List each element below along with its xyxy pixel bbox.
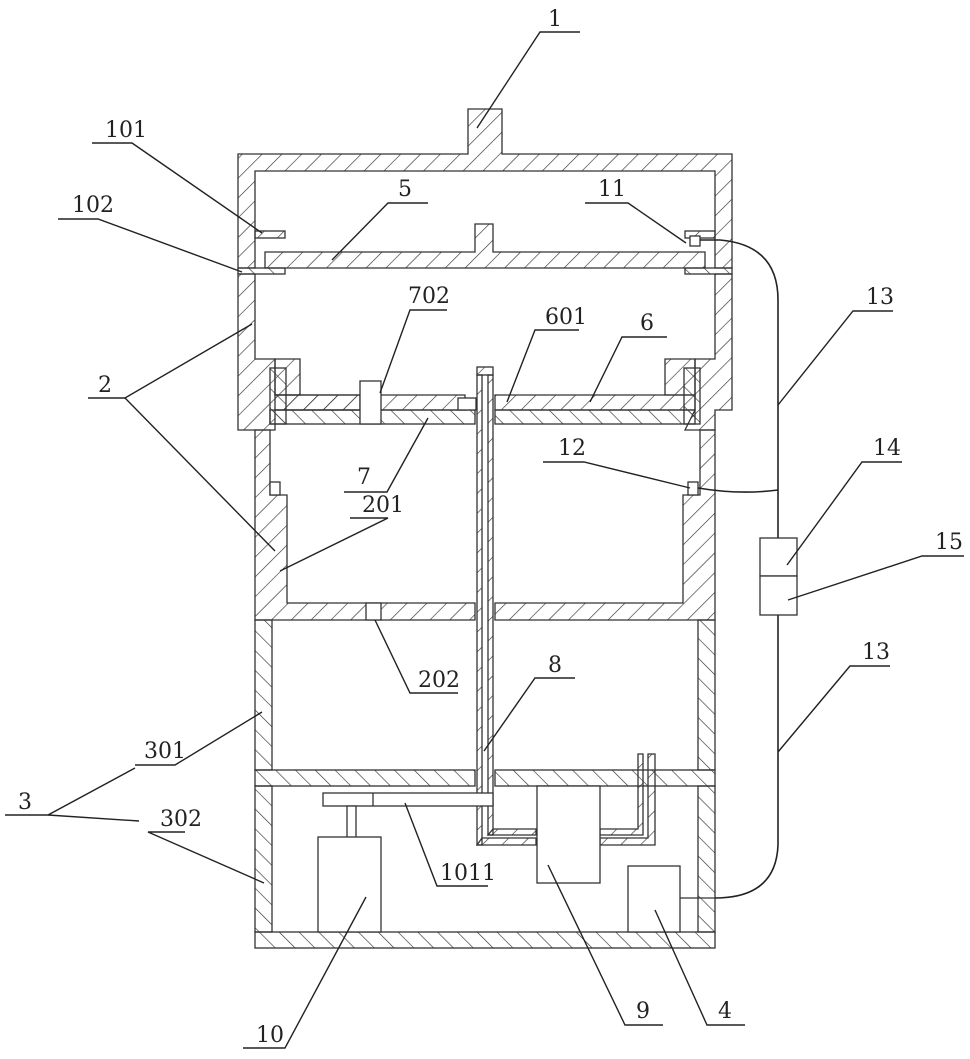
upper-shell xyxy=(238,274,732,430)
hole-202 xyxy=(366,603,381,620)
transmission-1011 xyxy=(323,793,493,806)
port-601 xyxy=(458,398,476,410)
return-pipe xyxy=(600,754,655,845)
label-11: 11 xyxy=(598,177,626,202)
label-2: 2 xyxy=(98,373,112,398)
controller-4 xyxy=(628,866,680,932)
label-13-upper: 13 xyxy=(866,285,894,310)
label-13-lower: 13 xyxy=(862,640,890,665)
label-302: 302 xyxy=(160,807,202,832)
module-14 xyxy=(760,538,797,576)
lower-shell-301 xyxy=(255,620,715,786)
label-12: 12 xyxy=(558,436,586,461)
lug-left xyxy=(270,482,280,495)
motor-shaft xyxy=(347,806,356,838)
label-9: 9 xyxy=(636,999,650,1024)
label-3: 3 xyxy=(18,790,32,815)
filter-plate xyxy=(265,224,705,268)
label-5: 5 xyxy=(398,177,412,202)
label-1011: 1011 xyxy=(440,861,496,886)
label-6: 6 xyxy=(640,311,654,336)
motor-10 xyxy=(318,837,381,932)
cable-13-lower xyxy=(715,615,778,898)
pump-9 xyxy=(537,786,600,883)
port-702 xyxy=(360,381,381,424)
label-10: 10 xyxy=(256,1023,284,1048)
seal-102 xyxy=(238,268,285,274)
label-202: 202 xyxy=(418,668,460,693)
label-301: 301 xyxy=(144,739,186,764)
label-1: 1 xyxy=(548,7,562,32)
sensor-11 xyxy=(690,236,700,246)
label-201: 201 xyxy=(362,493,404,518)
label-7: 7 xyxy=(357,465,371,490)
label-601: 601 xyxy=(545,305,587,330)
label-8: 8 xyxy=(548,653,562,678)
label-101: 101 xyxy=(105,118,147,143)
module-15 xyxy=(760,576,797,615)
label-102: 102 xyxy=(72,193,114,218)
middle-shell xyxy=(255,430,715,620)
seal-right xyxy=(685,268,732,274)
label-14: 14 xyxy=(873,436,901,461)
label-15: 15 xyxy=(935,530,963,555)
label-4: 4 xyxy=(718,999,732,1024)
label-702: 702 xyxy=(408,284,450,309)
leader-lines xyxy=(5,32,964,1048)
